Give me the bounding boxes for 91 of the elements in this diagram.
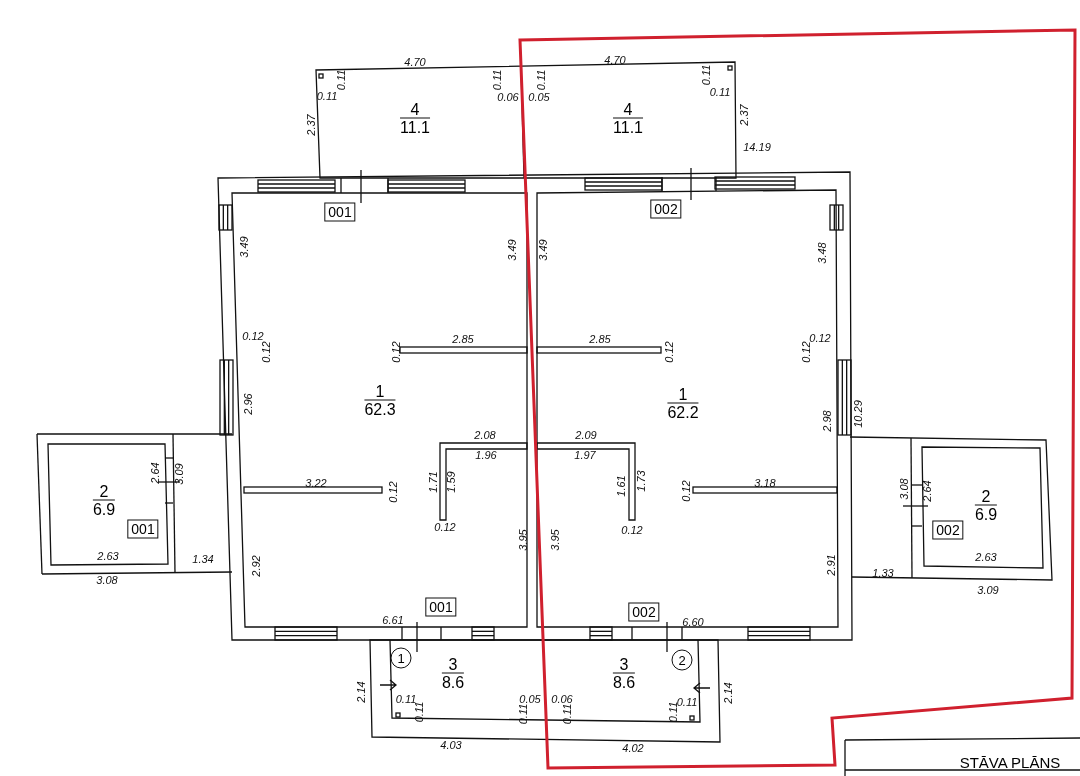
dimension-text: 0.11	[700, 64, 712, 86]
dimension-text: 0.12	[809, 332, 831, 344]
dimension-text: 0.12	[242, 330, 264, 342]
dimension-text: 4.02	[622, 742, 644, 754]
dimension-text: 0.05	[528, 91, 550, 103]
unit-number-tag: 002	[932, 520, 964, 540]
callout-number: 1	[390, 647, 412, 669]
dimension-text: 0.11	[316, 90, 338, 102]
dimension-text: 2.96	[242, 393, 254, 415]
dimension-text: 6.61	[382, 614, 404, 626]
dimension-text: 0.12	[680, 480, 692, 502]
room-area: 62.2	[667, 403, 699, 421]
dimension-text: 3.22	[305, 477, 327, 489]
dimension-text: 0.06	[497, 91, 519, 103]
dimension-text: 0.12	[260, 341, 272, 363]
dimension-text: 3.18	[754, 477, 776, 489]
unit-number-tag: 001	[127, 519, 159, 539]
dimension-text: 0.11	[535, 69, 547, 91]
dimension-text: 0.06	[551, 693, 573, 705]
dimension-text: 3.09	[977, 584, 999, 596]
room-area: 11.1	[400, 118, 430, 136]
dimension-text: 1.33	[872, 567, 894, 579]
dimension-text: 10.29	[852, 400, 864, 428]
dimension-text: 0.12	[434, 521, 456, 533]
dimension-text: 2.63	[975, 551, 997, 563]
dimension-text: 1.97	[574, 449, 596, 461]
dimension-text: 1.61	[615, 475, 627, 497]
dimension-text: 2.92	[250, 555, 262, 577]
unit-number-tag: 001	[324, 202, 356, 222]
dimension-text: 0.12	[390, 341, 402, 363]
dimension-text: 3.49	[537, 239, 549, 261]
room-number: 4	[613, 100, 643, 119]
dimension-text: 0.11	[709, 86, 731, 98]
dimension-text: 4.03	[440, 739, 462, 751]
room-area: 6.9	[92, 500, 116, 518]
dimension-text: 3.95	[549, 529, 561, 551]
dimension-text: 3.08	[96, 574, 118, 586]
dimension-text: 3.49	[238, 236, 250, 258]
dimension-text: 1.59	[445, 471, 457, 493]
dimension-text: 2.09	[575, 429, 597, 441]
dimension-text: 2.98	[821, 410, 833, 432]
dimension-text: 0.12	[800, 341, 812, 363]
room-area: 8.6	[612, 673, 636, 691]
dimension-text: 3.08	[898, 478, 910, 500]
dimension-text: 3.09	[173, 463, 185, 485]
room-area: 8.6	[441, 673, 465, 691]
dimension-text: 0.05	[519, 693, 541, 705]
callout-number: 2	[671, 649, 693, 671]
dimension-text: 2.37	[305, 114, 317, 136]
dimension-text: 0.12	[387, 481, 399, 503]
dimension-text: 0.11	[561, 703, 573, 725]
room-number: 2	[92, 482, 116, 501]
dimension-text: 2.08	[474, 429, 496, 441]
unit-number-tag: 002	[650, 199, 682, 219]
room-number: 1	[667, 385, 699, 404]
room-area: 11.1	[613, 118, 643, 136]
dimension-text: 0.12	[663, 341, 675, 363]
dimension-text: 1.71	[427, 471, 439, 493]
room-number: 4	[400, 100, 430, 119]
dimension-text: 3.49	[506, 239, 518, 261]
dimension-text: 2.91	[825, 554, 837, 576]
dimension-text: 1.96	[475, 449, 497, 461]
room-area: 6.9	[974, 505, 998, 523]
room-number: 1	[364, 382, 396, 401]
dimension-text: 4.70	[404, 56, 426, 68]
title-text: STĀVA PLĀNS	[959, 755, 1061, 771]
dimension-text: 0.11	[676, 696, 698, 708]
unit-number-tag: 001	[425, 597, 457, 617]
dimension-text: 2.14	[355, 681, 367, 703]
dimension-text: 3.95	[517, 529, 529, 551]
dimension-text: 0.12	[621, 524, 643, 536]
dimension-text: 1.34	[192, 553, 214, 565]
dimension-text: 0.11	[335, 69, 347, 91]
room-number: 3	[441, 655, 465, 674]
dimension-text: 2.85	[589, 333, 611, 345]
room-area: 62.3	[364, 400, 396, 418]
dimension-text: 6.60	[682, 616, 704, 628]
dimension-text: 3.48	[816, 242, 828, 264]
dimension-text: 1.73	[635, 470, 647, 492]
dimension-text: 2.64	[149, 462, 161, 484]
room-number: 2	[974, 487, 998, 506]
dimension-text: 2.85	[452, 333, 474, 345]
room-number: 3	[612, 655, 636, 674]
dimension-text: 14.19	[743, 141, 771, 153]
dimension-text: 0.11	[491, 69, 503, 91]
dimension-text: 2.63	[97, 550, 119, 562]
unit-number-tag: 002	[628, 602, 660, 622]
dimension-text: 2.14	[722, 682, 734, 704]
dimension-text: 4.70	[604, 54, 626, 66]
dimension-text: 2.64	[921, 480, 933, 502]
dimension-text: 2.37	[738, 104, 750, 126]
